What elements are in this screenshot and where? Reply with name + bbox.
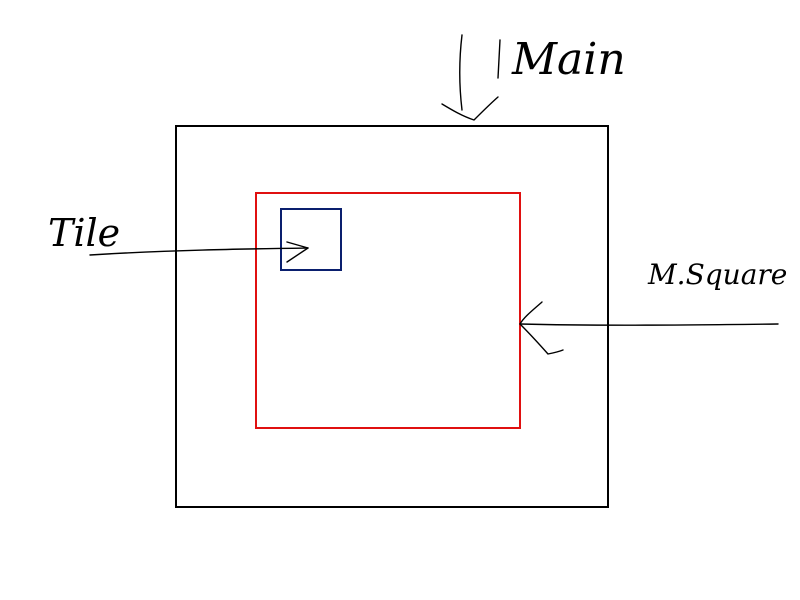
msquare-box <box>255 192 521 429</box>
msquare-label: M.Square <box>647 258 787 291</box>
msquare-arrow <box>519 301 779 355</box>
main-arrow <box>441 34 501 121</box>
tile-label: Tile <box>48 211 120 255</box>
tile-box <box>280 208 342 271</box>
tile-arrow <box>89 241 309 263</box>
main-label: Main <box>511 34 626 85</box>
main-box <box>175 125 609 508</box>
